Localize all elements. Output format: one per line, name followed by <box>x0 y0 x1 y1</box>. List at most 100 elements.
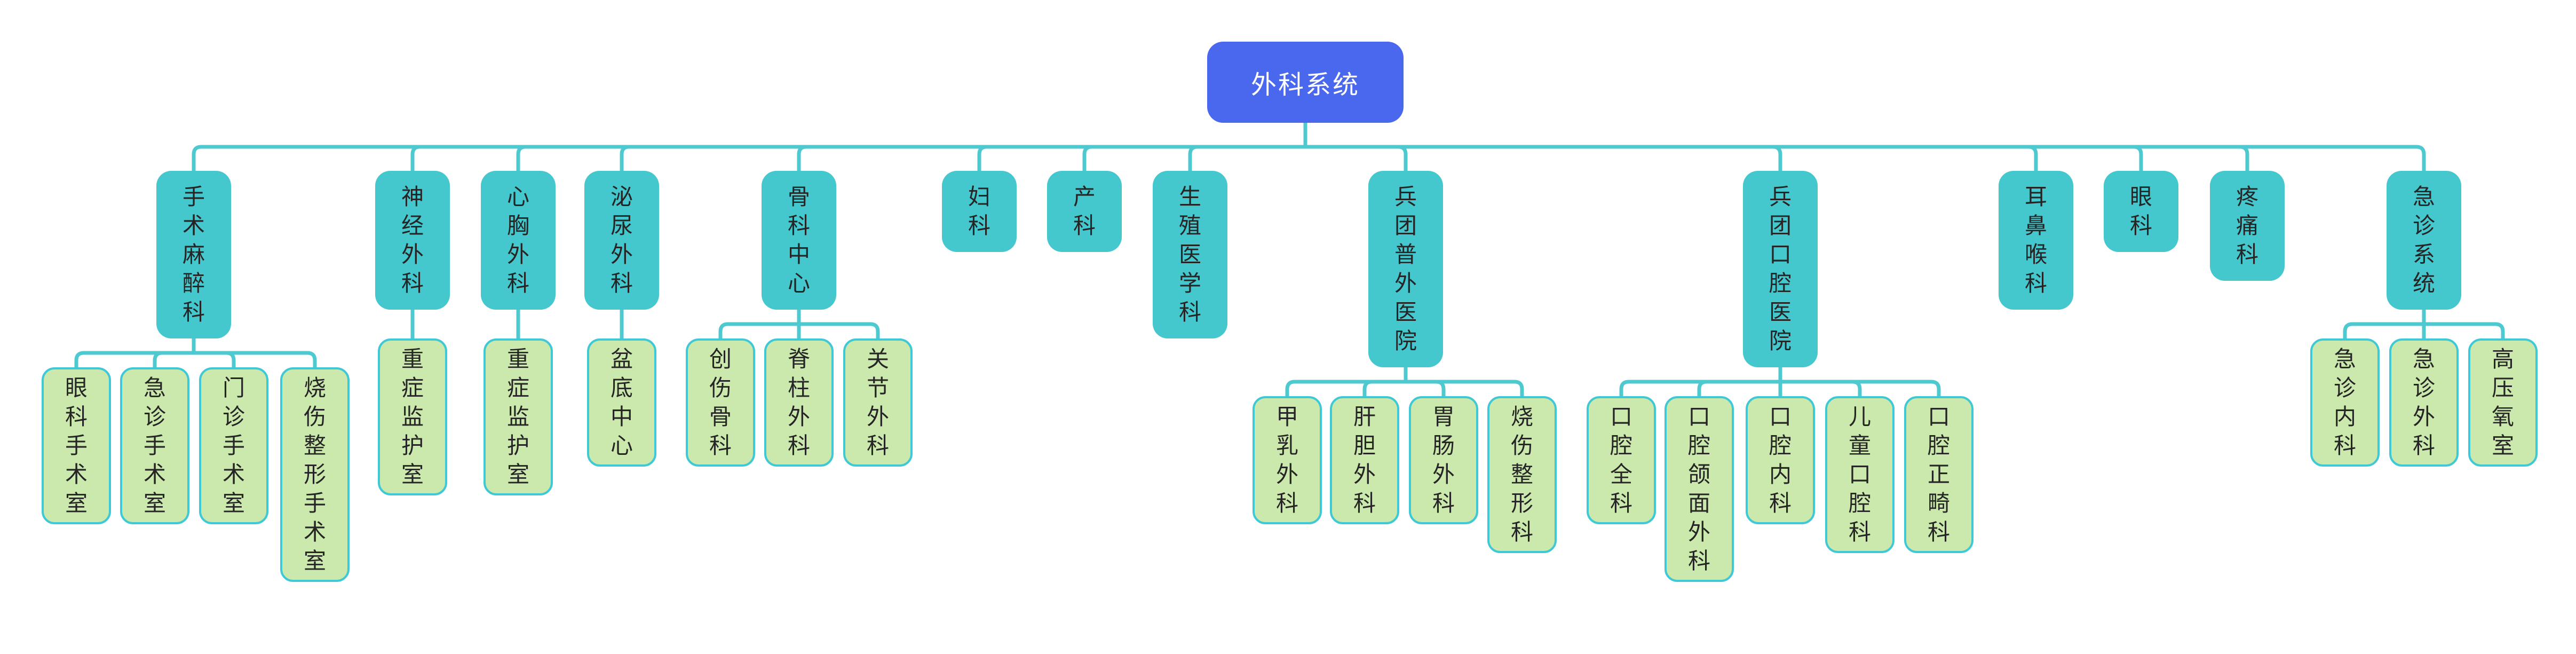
sub-department-node[interactable]: 脊柱外科 <box>764 338 834 467</box>
node-label-char: 手 <box>182 184 205 210</box>
node-label-char: 外 <box>401 241 424 267</box>
node-label-char: 诊 <box>143 404 166 430</box>
node-label-char: 正 <box>1927 461 1950 487</box>
node-label-char: 底 <box>610 375 633 401</box>
node-label-char: 腔 <box>1687 432 1710 459</box>
node-label-char: 全 <box>1610 461 1632 487</box>
node-label-char: 科 <box>2236 241 2258 267</box>
connector-line <box>1619 380 1780 396</box>
node-label-char: 监 <box>506 404 529 430</box>
sub-department-node[interactable]: 口腔正畸科 <box>1904 396 1973 553</box>
sub-department-node[interactable]: 关节外科 <box>843 338 913 467</box>
node-label-char: 高 <box>2491 346 2514 372</box>
department-node[interactable]: 产科 <box>1047 171 1122 252</box>
node-label-char: 术 <box>303 519 326 545</box>
connector-line <box>977 145 1305 171</box>
node-label-char: 外 <box>866 404 889 430</box>
node-label-char: 眼 <box>2129 184 2152 210</box>
node-label-char: 伤 <box>709 375 732 401</box>
sub-department-node[interactable]: 口腔颌面外科 <box>1665 396 1734 582</box>
connector-line <box>410 145 1305 171</box>
sub-department-node[interactable]: 急诊内科 <box>2310 338 2380 467</box>
node-label-char: 科 <box>610 270 633 296</box>
sub-department-node[interactable]: 创伤骨科 <box>686 338 755 467</box>
node-label: 外科系统 <box>1250 70 1360 100</box>
sub-department-node[interactable]: 甲乳外科 <box>1253 396 1322 524</box>
department-node[interactable]: 妇科 <box>942 171 1017 252</box>
node-label-char: 科 <box>709 432 732 459</box>
sub-department-node[interactable]: 急诊手术室 <box>120 367 189 524</box>
node-label-char: 心 <box>610 432 633 459</box>
connector-line <box>1780 380 1941 396</box>
department-node[interactable]: 生殖医学科 <box>1153 171 1227 338</box>
sub-department-node[interactable]: 门诊手术室 <box>199 367 268 524</box>
sub-department-node[interactable]: 儿童口腔科 <box>1825 396 1895 553</box>
root-node[interactable]: 外科系统 <box>1207 42 1404 123</box>
node-label-char: 学 <box>1178 270 1201 296</box>
node-label-char: 外 <box>1432 461 1455 487</box>
sub-department-node[interactable]: 盆底中心 <box>587 338 656 467</box>
node-label-char: 团 <box>1394 212 1417 239</box>
node-label-char: 内 <box>2333 404 2356 430</box>
node-label-char: 外 <box>2412 404 2435 430</box>
node-label-char: 喉 <box>2024 241 2047 267</box>
node-label-char: 科 <box>2333 432 2356 459</box>
node-label-char: 腔 <box>1848 490 1871 516</box>
connector-line <box>1305 145 2038 171</box>
node-label-char: 麻 <box>182 241 205 267</box>
department-node[interactable]: 兵团普外医院 <box>1368 171 1443 367</box>
sub-department-node[interactable]: 烧伤整形科 <box>1487 396 1557 553</box>
sub-department-node[interactable]: 高压氧室 <box>2468 338 2538 467</box>
node-label-char: 科 <box>182 299 205 325</box>
node-label-char: 尿 <box>610 212 633 239</box>
node-label-char: 兵 <box>1769 184 1792 210</box>
department-node[interactable]: 泌尿外科 <box>584 171 659 310</box>
sub-department-node[interactable]: 胃肠外科 <box>1409 396 1478 524</box>
sub-department-node[interactable]: 口腔内科 <box>1746 396 1815 524</box>
node-label-char: 团 <box>1769 212 1792 239</box>
sub-department-node[interactable]: 烧伤整形手术室 <box>280 367 350 582</box>
sub-department-node[interactable]: 眼科手术室 <box>42 367 111 524</box>
connector-line <box>2424 322 2505 338</box>
connector-line <box>194 351 317 367</box>
node-label-char: 外 <box>610 241 633 267</box>
node-label-char: 口 <box>1769 241 1792 267</box>
connector-line <box>718 322 799 338</box>
department-node[interactable]: 眼科 <box>2104 171 2178 252</box>
node-label-char: 科 <box>787 432 810 459</box>
node-label-char: 诊 <box>2412 375 2435 401</box>
connector-line <box>1362 380 1406 396</box>
node-label-char: 面 <box>1687 490 1710 516</box>
sub-department-node[interactable]: 重症监护室 <box>378 338 447 495</box>
department-node[interactable]: 耳鼻喉科 <box>1999 171 2073 310</box>
department-node[interactable]: 兵团口腔医院 <box>1743 171 1818 367</box>
node-label-char: 关 <box>866 346 889 372</box>
sub-department-node[interactable]: 重症监护室 <box>484 338 553 495</box>
node-label-char: 科 <box>2129 212 2152 239</box>
node-label-char: 妇 <box>968 184 990 210</box>
node-label-char: 门 <box>222 375 245 401</box>
node-label-char: 科 <box>65 404 88 430</box>
node-label-char: 耳 <box>2024 184 2047 210</box>
sub-department-node[interactable]: 肝胆外科 <box>1330 396 1399 524</box>
node-label-char: 氧 <box>2491 404 2514 430</box>
node-label-char: 殖 <box>1178 212 1201 239</box>
node-label-char: 诊 <box>2333 375 2356 401</box>
department-node[interactable]: 疼痛科 <box>2210 171 2285 281</box>
node-label-char: 胸 <box>506 212 529 239</box>
node-label-char: 鼻 <box>2024 212 2047 239</box>
sub-department-node[interactable]: 急诊外科 <box>2389 338 2459 467</box>
department-node[interactable]: 急诊系统 <box>2387 171 2461 310</box>
node-label-char: 甲 <box>1275 404 1298 430</box>
department-node[interactable]: 手术麻醉科 <box>156 171 231 338</box>
node-label-char: 中 <box>787 241 810 267</box>
department-node[interactable]: 心胸外科 <box>481 171 556 310</box>
department-node[interactable]: 神经外科 <box>375 171 450 310</box>
department-node[interactable]: 骨科中心 <box>762 171 836 310</box>
sub-department-node[interactable]: 口腔全科 <box>1587 396 1656 524</box>
connector-line <box>1780 380 1862 396</box>
node-label-char: 心 <box>506 184 529 210</box>
node-label-char: 重 <box>401 346 424 372</box>
node-label-char: 系 <box>2412 241 2435 267</box>
node-label-char: 科 <box>401 270 424 296</box>
